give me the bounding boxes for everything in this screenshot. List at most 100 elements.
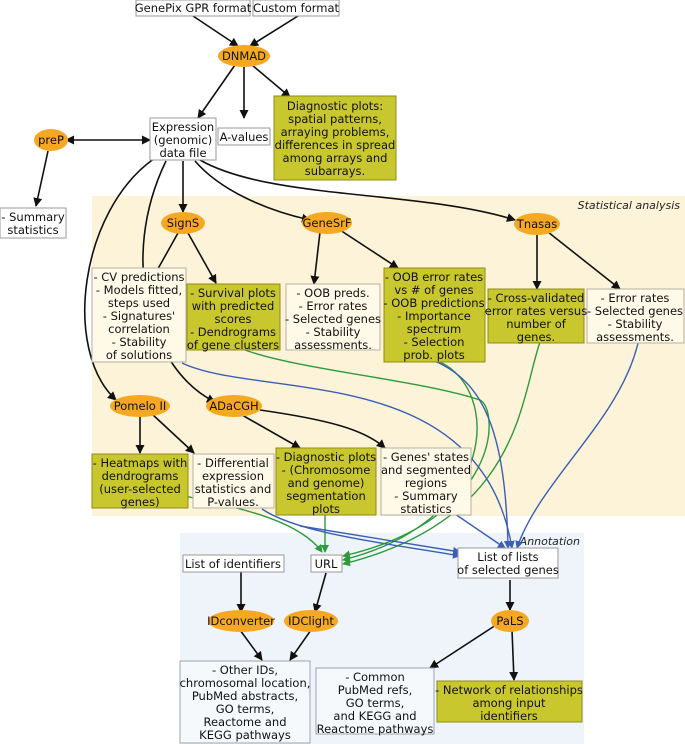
pals-network-box: - Network of relationships among input i…: [435, 680, 583, 723]
svg-text:PubMed refs,: PubMed refs,: [338, 683, 413, 697]
url-box: URL: [310, 554, 343, 573]
expression-data-file-box: Expression (genomic) data file: [149, 117, 217, 161]
svg-text:- Importance: - Importance: [397, 309, 471, 323]
svg-text:Pomelo II: Pomelo II: [114, 399, 167, 413]
signs-plots-box: - Survival plots with predicted scores -…: [186, 283, 281, 352]
svg-text:Custom format: Custom format: [253, 1, 340, 15]
svg-text:among arrays and: among arrays and: [283, 151, 388, 165]
svg-text:dendrograms: dendrograms: [102, 469, 179, 483]
pomelo-plots-box: - Heatmaps with dendrograms (user-select…: [91, 453, 189, 509]
svg-text:IDClight: IDClight: [288, 614, 334, 628]
annotation-label: Annotation: [519, 535, 580, 548]
svg-text:plots: plots: [312, 502, 340, 516]
svg-text:PaLS: PaLS: [496, 614, 523, 628]
svg-text:Tnasas: Tnasas: [516, 217, 557, 231]
svg-text:subarrays.: subarrays.: [305, 164, 365, 178]
pomelo-results-box: - Differential expression statistics and…: [192, 453, 275, 509]
svg-text:- Diagnostic plots: - Diagnostic plots: [276, 450, 376, 464]
genesrf-plots-box: - OOB error rates vs # of genes - OOB pr…: [383, 267, 486, 363]
pals-node: PaLS: [491, 610, 529, 632]
svg-text:of selected genes: of selected genes: [457, 563, 559, 577]
svg-text:- Differential: - Differential: [197, 456, 269, 470]
svg-text:chromosomal location,: chromosomal location,: [180, 676, 311, 690]
svg-text:- OOB error rates: - OOB error rates: [385, 270, 483, 284]
svg-text:A-values: A-values: [220, 130, 269, 144]
svg-text:assessments.: assessments.: [596, 330, 674, 344]
genesrf-results-box: - OOB preds. - Error rates - Selected ge…: [285, 283, 381, 352]
svg-text:(genomic): (genomic): [154, 133, 212, 147]
pals-results-box: - Common PubMed refs, GO terms, and KEGG…: [315, 667, 435, 736]
genepix-format-box: GenePix GPR format: [135, 0, 252, 17]
svg-text:and KEGG and: and KEGG and: [333, 709, 416, 723]
svg-text:- Stability: - Stability: [608, 317, 663, 331]
svg-text:- Genes' states: - Genes' states: [383, 450, 469, 464]
svg-text:GO terms,: GO terms,: [346, 696, 405, 710]
svg-text:steps used: steps used: [108, 296, 170, 310]
svg-text:segmentation: segmentation: [286, 489, 366, 503]
svg-text:(user-selected: (user-selected: [99, 482, 181, 496]
svg-text:- Cross-validated: - Cross-validated: [488, 291, 585, 305]
svg-text:statistics and: statistics and: [195, 482, 272, 496]
svg-text:- OOB predictions: - OOB predictions: [383, 296, 484, 310]
svg-text:correlation: correlation: [108, 322, 170, 336]
svg-text:- CV predictions: - CV predictions: [93, 270, 184, 284]
svg-text:- Other IDs,: - Other IDs,: [212, 663, 278, 677]
prep-summary-box: - Summary statistics: [0, 207, 67, 239]
list-of-lists-box: List of lists of selected genes: [457, 547, 559, 579]
svg-text:with predicted: with predicted: [192, 299, 275, 313]
svg-text:- Heatmaps with: - Heatmaps with: [93, 456, 188, 470]
svg-text:KEGG pathways: KEGG pathways: [199, 728, 291, 742]
svg-text:data file: data file: [159, 146, 206, 160]
signs-node: SignS: [161, 212, 205, 234]
adacgh-node: ADaCGH: [206, 395, 262, 417]
svg-text:and genome): and genome): [288, 476, 365, 490]
svg-text:Reactome pathways: Reactome pathways: [317, 722, 434, 736]
svg-text:GeneSrF: GeneSrF: [303, 216, 352, 230]
svg-text:List of lists: List of lists: [477, 550, 538, 564]
svg-text:GenePix GPR format: GenePix GPR format: [135, 1, 252, 15]
svg-text:- Stability: - Stability: [112, 335, 167, 349]
svg-text:statistics: statistics: [400, 502, 451, 516]
svg-text:- Models fitted,: - Models fitted,: [96, 283, 182, 297]
svg-text:SignS: SignS: [167, 216, 199, 230]
signs-results-box: - CV predictions - Models fitted, steps …: [91, 267, 187, 363]
svg-text:among input: among input: [472, 696, 546, 710]
tnasas-node: Tnasas: [514, 213, 560, 235]
svg-text:URL: URL: [315, 557, 338, 571]
custom-format-box: Custom format: [252, 0, 340, 17]
statistical-analysis-label: Statistical analysis: [578, 199, 681, 212]
svg-text:and segmented: and segmented: [381, 463, 471, 477]
svg-text:- Selected genes: - Selected genes: [587, 304, 683, 318]
svg-text:- Selection: - Selection: [404, 335, 465, 349]
svg-text:- Summary: - Summary: [394, 489, 458, 503]
svg-text:- Summary: - Summary: [1, 210, 65, 224]
svg-text:of solutions: of solutions: [106, 348, 172, 362]
svg-text:arraying problems,: arraying problems,: [281, 125, 390, 139]
prep-node: preP: [34, 129, 68, 151]
svg-text:Reactome and: Reactome and: [203, 715, 286, 729]
svg-text:IDconverter: IDconverter: [207, 614, 275, 628]
svg-text:- Error rates: - Error rates: [601, 291, 670, 305]
genesrf-node: GeneSrF: [302, 212, 352, 234]
svg-text:- Common: - Common: [345, 670, 405, 684]
svg-text:DNMAD: DNMAD: [222, 49, 266, 63]
svg-text:- Selected genes: - Selected genes: [285, 312, 381, 326]
svg-text:of gene clusters: of gene clusters: [187, 338, 279, 352]
idclight-node: IDClight: [284, 610, 338, 632]
tnasas-plots-box: - Cross-validated error rates versus num…: [485, 288, 587, 344]
svg-text:GO terms,: GO terms,: [216, 702, 275, 716]
svg-text:P-values.: P-values.: [207, 495, 259, 509]
svg-text:- Survival plots: - Survival plots: [190, 286, 276, 300]
svg-text:- Signatures': - Signatures': [103, 309, 175, 323]
svg-text:differences in spread: differences in spread: [275, 138, 396, 152]
svg-text:spatial patterns,: spatial patterns,: [288, 112, 382, 126]
svg-text:Expression: Expression: [152, 120, 214, 134]
svg-text:ADaCGH: ADaCGH: [209, 399, 258, 413]
svg-text:vs # of genes: vs # of genes: [394, 283, 473, 297]
svg-text:error rates versus: error rates versus: [485, 304, 587, 318]
svg-text:expression: expression: [202, 469, 264, 483]
svg-text:regions: regions: [405, 476, 447, 490]
dnmad-node: DNMAD: [218, 45, 270, 67]
svg-text:PubMed abstracts,: PubMed abstracts,: [192, 689, 298, 703]
